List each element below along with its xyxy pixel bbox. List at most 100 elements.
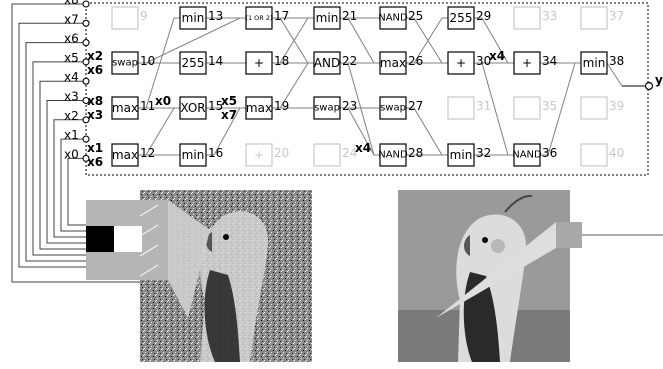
node-box xyxy=(245,96,273,120)
node-box xyxy=(313,6,341,30)
input-label: x7 xyxy=(64,12,79,26)
node-box xyxy=(179,143,207,167)
node-box xyxy=(513,96,541,120)
wire xyxy=(206,107,246,156)
node-20: +20 xyxy=(245,143,289,167)
node-op: max xyxy=(112,101,138,115)
node-index: 31 xyxy=(476,99,491,113)
node-index: 33 xyxy=(542,9,557,23)
node-index: 34 xyxy=(542,54,557,68)
node-op: swap xyxy=(314,103,340,114)
node-index: 38 xyxy=(609,54,624,68)
input-terminal-dot xyxy=(82,19,90,27)
input-label: x8 xyxy=(64,0,79,7)
node-box xyxy=(447,143,475,167)
node-31: 31 xyxy=(447,96,491,120)
node-index: 40 xyxy=(609,146,624,160)
node-input-label: x2 xyxy=(87,49,103,63)
node-op: AND xyxy=(314,56,340,70)
node-op: min xyxy=(182,11,205,25)
node-op: XOR xyxy=(180,101,205,115)
node-op: max xyxy=(380,56,406,70)
node-op: min xyxy=(316,11,339,25)
node-33: 33 xyxy=(513,6,557,30)
node-op: + xyxy=(254,148,264,162)
wire xyxy=(540,62,581,156)
node-index: 32 xyxy=(476,146,491,160)
input-terminal-dot xyxy=(82,77,90,85)
node-box xyxy=(447,51,475,75)
node-input-label: x7 xyxy=(221,108,237,122)
node-index: 11 xyxy=(140,99,155,113)
node-box xyxy=(111,143,139,167)
wire xyxy=(272,17,314,64)
input-bus xyxy=(11,3,146,283)
input-terminal-dot xyxy=(82,58,90,66)
bus-line xyxy=(11,3,140,283)
node-box xyxy=(245,51,273,75)
node-input-label: x0 xyxy=(155,94,171,108)
node-30: +30 xyxy=(447,51,491,75)
node-index: 17 xyxy=(274,9,289,23)
node-35: 35 xyxy=(513,96,557,120)
node-box xyxy=(245,6,273,30)
node-op: + xyxy=(254,56,264,70)
node-box xyxy=(513,51,541,75)
node-index: 18 xyxy=(274,54,289,68)
node-index: 16 xyxy=(208,146,223,160)
node-index: 15 xyxy=(208,99,223,113)
wire xyxy=(406,17,448,64)
node-box xyxy=(447,96,475,120)
node-box xyxy=(179,96,207,120)
node-op: swap xyxy=(380,103,406,114)
wire xyxy=(138,17,180,109)
wire xyxy=(138,107,180,156)
wire xyxy=(340,17,380,64)
node-op: swap xyxy=(112,58,138,69)
node-18: +18 xyxy=(245,51,289,75)
node-box xyxy=(513,143,541,167)
node-index: 29 xyxy=(476,9,491,23)
node-op: 255 xyxy=(450,11,473,25)
node-op: NAND xyxy=(378,13,408,24)
node-input-label: x8 xyxy=(87,94,103,108)
node-op: NAND xyxy=(378,150,408,161)
node-index: 25 xyxy=(408,9,423,23)
node-box xyxy=(111,51,139,75)
input-terminal-dot xyxy=(82,39,90,47)
node-op: min xyxy=(182,148,205,162)
node-index: 28 xyxy=(408,146,423,160)
node-op: 255 xyxy=(182,56,205,70)
input-terminal-dot xyxy=(82,96,90,105)
input-terminal-dot xyxy=(82,135,90,143)
node-9: 9 xyxy=(111,6,148,30)
wire xyxy=(606,62,623,87)
input-label: x4 xyxy=(64,70,79,84)
bus-line xyxy=(18,22,142,268)
node-box xyxy=(313,143,341,167)
filtered-output-image xyxy=(398,190,570,362)
node-box xyxy=(179,51,207,75)
input-terminal-dot xyxy=(82,0,90,8)
node-24: 24 xyxy=(313,143,357,167)
node-box xyxy=(379,143,407,167)
node-op: max xyxy=(112,148,138,162)
node-index: 20 xyxy=(274,146,289,160)
node-index: 22 xyxy=(342,54,357,68)
node-index: 23 xyxy=(342,99,357,113)
node-box xyxy=(580,6,608,30)
node-index: 10 xyxy=(140,54,155,68)
output-label: y xyxy=(655,73,663,87)
